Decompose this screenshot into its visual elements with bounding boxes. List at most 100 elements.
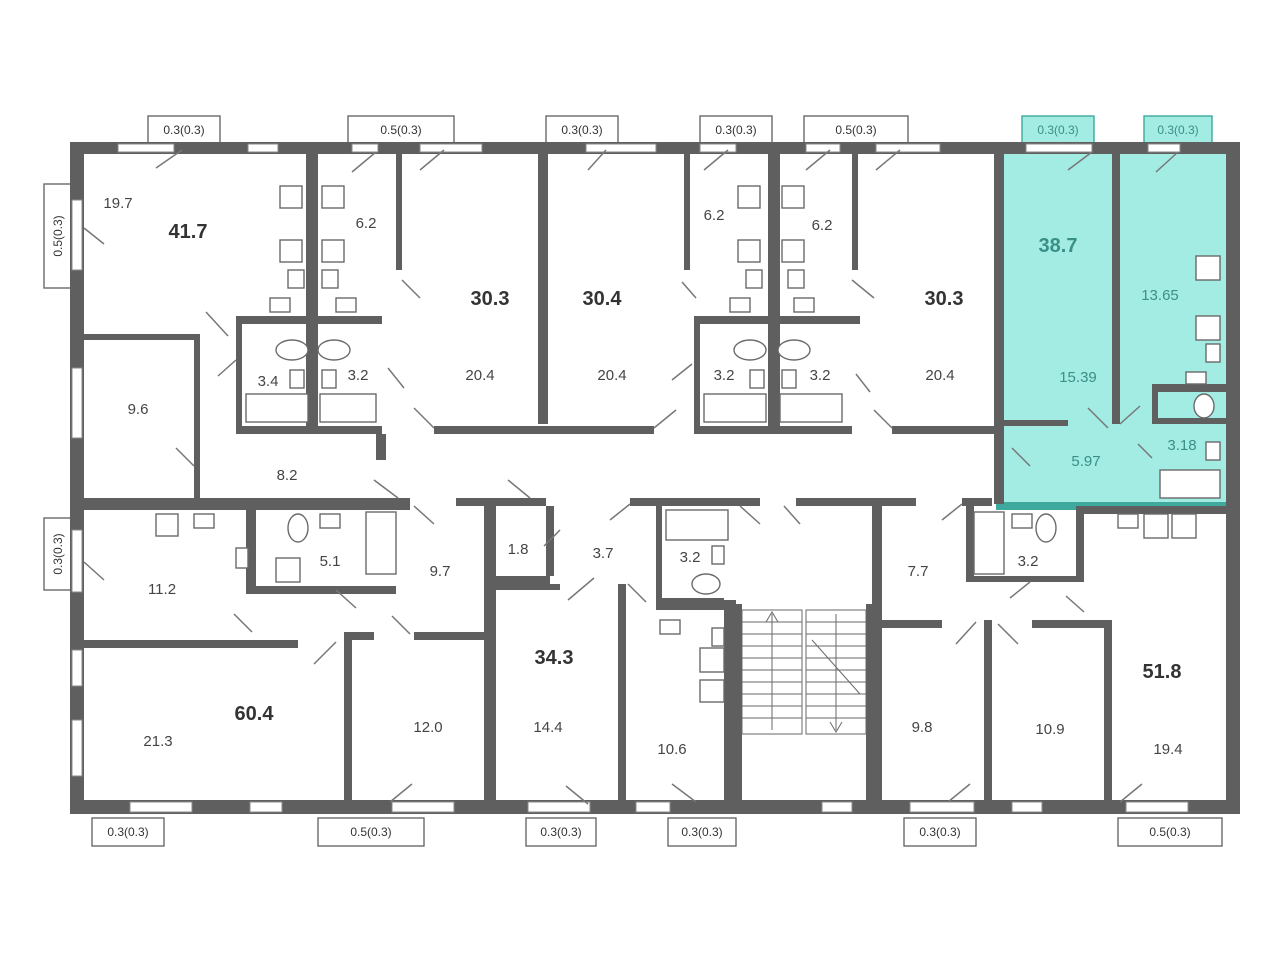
balconies-top	[147, 115, 1213, 145]
bathtub-icon	[703, 393, 767, 423]
room-area: 3.7	[593, 545, 614, 562]
stove-icon	[699, 679, 725, 703]
room-area: 3.2	[714, 367, 735, 384]
bathtub-icon	[319, 393, 377, 423]
vent-icon	[335, 297, 357, 313]
room-area: 1.8	[508, 541, 529, 558]
balcony-bottom-1	[91, 817, 165, 847]
balcony-label-top-4: 0.3(0.3)	[715, 123, 756, 137]
balcony-label-bottom-6: 0.5(0.3)	[1149, 825, 1190, 839]
sink-icon	[1117, 513, 1139, 529]
bathtub-icon	[1159, 469, 1221, 499]
room-area: 20.4	[925, 367, 954, 384]
sink-icon	[287, 269, 305, 289]
toilet-icon	[275, 339, 309, 361]
balcony-labels: 0.3(0.3) 0.5(0.3) 0.3(0.3) 0.3(0.3) 0.5(…	[51, 123, 1199, 839]
dishwasher-icon	[699, 647, 725, 673]
vent-icon	[235, 547, 249, 569]
sink-icon	[787, 269, 805, 289]
room-area: 14.4	[533, 719, 562, 736]
sink-icon	[1205, 343, 1221, 363]
dishwasher-icon	[275, 557, 301, 583]
dishwasher-icon	[737, 239, 761, 263]
room-area: 3.2	[680, 549, 701, 566]
toilet-icon	[733, 339, 767, 361]
room-area: 11.2	[148, 581, 176, 598]
toilet-icon	[777, 339, 811, 361]
vent-icon	[729, 297, 751, 313]
balcony-label-bottom-4: 0.3(0.3)	[681, 825, 722, 839]
room-area: 9.6	[128, 401, 149, 418]
apartment-total-2: 30.3	[471, 288, 510, 310]
room-area: 10.6	[657, 741, 686, 758]
balcony-label-left-2: 0.3(0.3)	[51, 533, 65, 574]
balcony-bottom-5	[903, 817, 977, 847]
doors	[83, 149, 1179, 805]
room-area: 19.4	[1153, 741, 1182, 758]
balcony-label-bottom-3: 0.3(0.3)	[540, 825, 581, 839]
bathtub-icon	[973, 511, 1005, 575]
stove-icon	[321, 185, 345, 209]
balcony-left-2	[43, 517, 73, 591]
dishwasher-icon	[1195, 315, 1221, 341]
balcony-top-7	[1143, 115, 1213, 145]
balcony-label-top-2: 0.5(0.3)	[380, 123, 421, 137]
dishwasher-icon	[781, 239, 805, 263]
sink-icon	[711, 545, 725, 565]
dishwasher-icon	[279, 239, 303, 263]
balcony-label-bottom-1: 0.3(0.3)	[107, 825, 148, 839]
stove-icon	[155, 513, 179, 537]
sink-icon	[1205, 441, 1221, 461]
room-area: 3.2	[348, 367, 369, 384]
toilet-icon	[1035, 513, 1057, 543]
room-area: 5.1	[320, 553, 341, 570]
balcony-label-bottom-5: 0.3(0.3)	[919, 825, 960, 839]
balcony-label-bottom-2: 0.5(0.3)	[350, 825, 391, 839]
toilet-icon	[1193, 393, 1215, 419]
interior-walls	[84, 154, 1226, 814]
balcony-top-5	[803, 115, 909, 145]
bathtub-icon	[365, 511, 397, 575]
balconies-bottom	[91, 817, 1223, 847]
toilet-icon	[317, 339, 351, 361]
dishwasher-icon	[321, 239, 345, 263]
apartment-totals: 41.7 30.3 30.4 30.3 38.7 60.4 34.3 51.8	[169, 221, 1182, 725]
staircase	[741, 609, 867, 735]
sink-icon	[711, 627, 725, 647]
stove-icon	[781, 185, 805, 209]
room-area: 3.2	[1018, 553, 1039, 570]
stove-icon	[279, 185, 303, 209]
balcony-top-3	[545, 115, 619, 145]
room-area: 10.9	[1035, 721, 1064, 738]
balcony-bottom-6	[1117, 817, 1223, 847]
sink-icon	[321, 369, 337, 389]
room-area: 3.4	[258, 373, 279, 390]
bathtub-icon	[665, 509, 729, 541]
windows	[71, 143, 1189, 813]
bathtub-icon	[779, 393, 843, 423]
room-area: 19.7	[103, 195, 132, 212]
dishwasher-icon	[1143, 513, 1169, 539]
balcony-label-top-6: 0.3(0.3)	[1037, 123, 1078, 137]
room-area: 12.0	[413, 719, 442, 736]
room-area: 20.4	[465, 367, 494, 384]
apartment-total-8: 51.8	[1143, 661, 1182, 683]
vent-icon	[659, 619, 681, 635]
room-area: 7.7	[908, 563, 929, 580]
apartment-total-4: 30.3	[925, 288, 964, 310]
vent-icon	[1185, 371, 1207, 385]
room-area: 3.2	[810, 367, 831, 384]
stove-icon	[1195, 255, 1221, 281]
stove-icon	[737, 185, 761, 209]
fixtures	[155, 185, 1221, 703]
room-area: 9.7	[430, 563, 451, 580]
sink-icon	[193, 513, 215, 529]
balcony-label-top-1: 0.3(0.3)	[163, 123, 204, 137]
balcony-label-top-5: 0.5(0.3)	[835, 123, 876, 137]
vent-icon	[269, 297, 291, 313]
room-area: 21.3	[143, 733, 172, 750]
sink-icon	[321, 269, 339, 289]
sink-icon	[745, 269, 763, 289]
sink-icon	[289, 369, 305, 389]
